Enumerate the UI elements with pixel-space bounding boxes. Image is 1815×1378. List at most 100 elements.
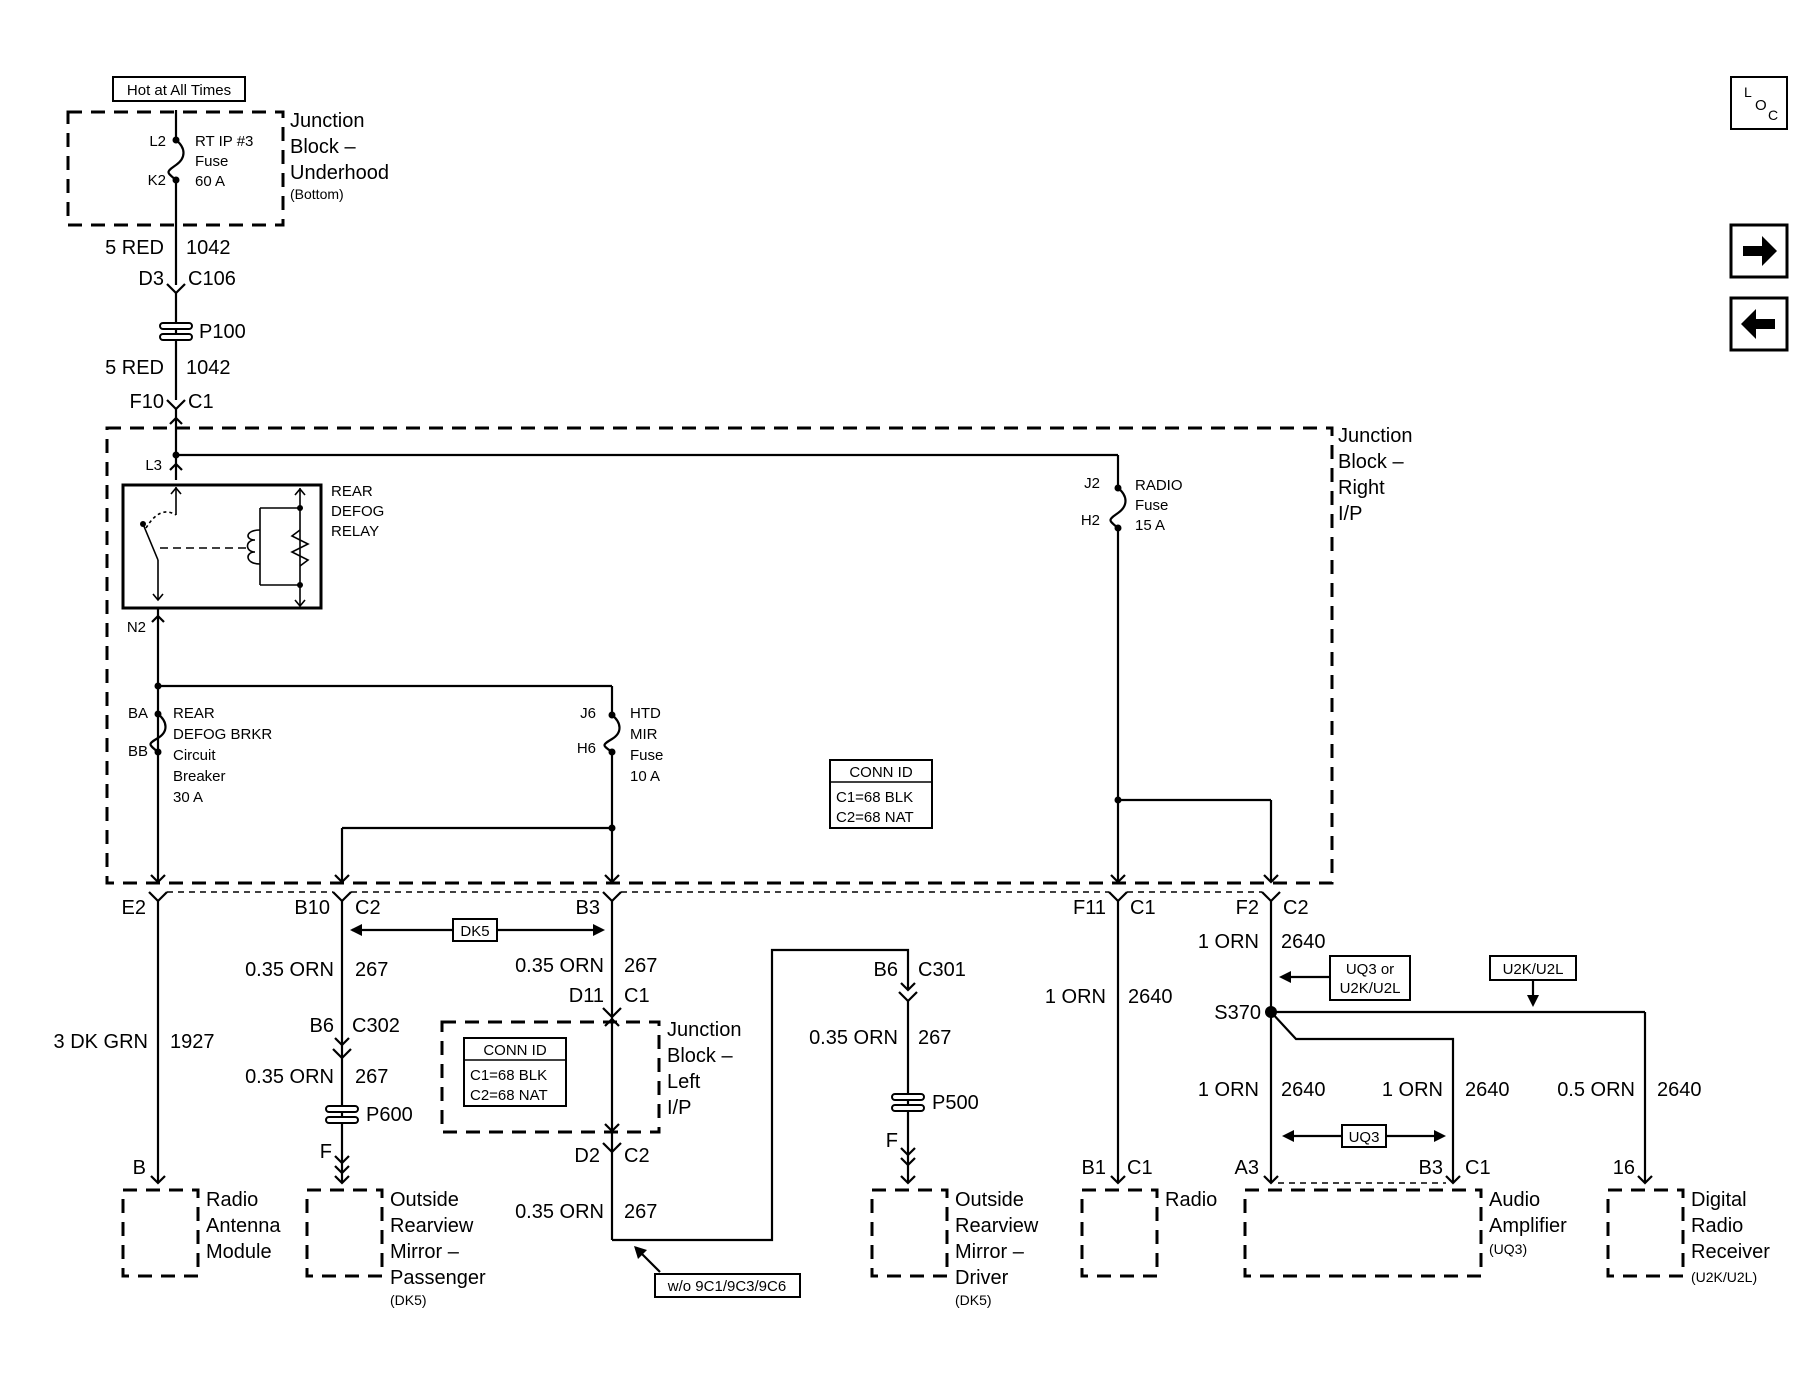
svg-text:C2=68 NAT: C2=68 NAT — [470, 1087, 548, 1104]
svg-text:MIR: MIR — [630, 726, 658, 743]
driver-mirror-circuit: 267 — [918, 1027, 951, 1049]
svg-text:O: O — [1755, 97, 1767, 114]
splice-pack-p100-symbol — [159, 322, 193, 341]
svg-text:DK5: DK5 — [460, 923, 489, 940]
svg-text:RADIO: RADIO — [1135, 477, 1183, 494]
outside-rearview-mirror-driver-box — [870, 1188, 949, 1278]
svg-text:Mirror –: Mirror – — [390, 1241, 460, 1263]
svg-text:(UQ3): (UQ3) — [1489, 1241, 1527, 1257]
feed-pin-f10: F10 — [130, 391, 164, 413]
jb-right-pin-l3: L3 — [145, 457, 162, 474]
driver-mirror-connector-c301: C301 — [918, 959, 966, 981]
svg-text:U2K/U2L: U2K/U2L — [1503, 961, 1564, 978]
svg-text:REAR: REAR — [173, 705, 215, 722]
component-locator-icon[interactable]: L O C — [1730, 76, 1788, 130]
radio-label: Radio — [1165, 1189, 1217, 1211]
feed-pin-d3: D3 — [138, 268, 164, 290]
pin-b10: B10 — [294, 897, 330, 919]
fuse-rt-ip-3-pin-bottom: K2 — [148, 172, 166, 189]
amp-feed-wire-color: 1 ORN — [1198, 931, 1259, 953]
jb-left-output-circuit: 267 — [624, 1201, 657, 1223]
junction-block-underhood-outline — [66, 110, 285, 227]
svg-text:L: L — [1744, 84, 1752, 100]
antenna-circuit: 1927 — [170, 1031, 215, 1053]
jb-left-input-wire-color: 0.35 ORN — [515, 955, 604, 977]
svg-text:Rearview: Rearview — [390, 1215, 474, 1237]
pin-f2: F2 — [1236, 897, 1259, 919]
driver-mirror-wire-color: 0.35 ORN — [809, 1027, 898, 1049]
pin-e2: E2 — [122, 897, 146, 919]
fuse-radio-pin-bottom: H2 — [1081, 512, 1100, 529]
svg-text:U2K/U2L: U2K/U2L — [1340, 980, 1401, 997]
previous-page-arrow-icon[interactable] — [1729, 296, 1789, 352]
svg-text:HTD: HTD — [630, 705, 661, 722]
passenger-mirror-circuit-2: 267 — [355, 1066, 388, 1088]
svg-text:Underhood: Underhood — [290, 162, 389, 184]
svg-text:Driver: Driver — [955, 1267, 1009, 1289]
passenger-mirror-wire-color-1: 0.35 ORN — [245, 959, 334, 981]
amp-b3-wire-color: 1 ORN — [1382, 1079, 1443, 1101]
driver-mirror-pin-b6: B6 — [874, 959, 898, 981]
digital-radio-circuit: 2640 — [1657, 1079, 1702, 1101]
svg-text:UQ3 or: UQ3 or — [1346, 961, 1394, 978]
passenger-mirror-circuit-1: 267 — [355, 959, 388, 981]
svg-text:Block –: Block – — [290, 136, 356, 158]
svg-text:C2=68 NAT: C2=68 NAT — [836, 809, 914, 826]
fuse-htd-mir-pin-h6: H6 — [577, 740, 596, 757]
next-page-arrow-icon[interactable] — [1729, 223, 1789, 279]
rear-defog-relay-internals — [140, 486, 310, 608]
svg-text:Junction: Junction — [290, 110, 365, 132]
svg-text:Receiver: Receiver — [1691, 1241, 1770, 1263]
fuse-radio-label: RADIO Fuse 15 A — [1135, 477, 1183, 534]
svg-text:DEFOG: DEFOG — [331, 503, 384, 520]
svg-text:CONN ID: CONN ID — [483, 1042, 547, 1059]
radio-antenna-module-box — [121, 1188, 200, 1278]
option-dk5-indicator: DK5 — [350, 918, 605, 942]
digital-radio-receiver-label: Digital Radio Receiver (U2K/U2L) — [1691, 1189, 1770, 1285]
fuse-radio-pin-top: J2 — [1084, 475, 1100, 492]
svg-text:Digital: Digital — [1691, 1189, 1747, 1211]
svg-text:Radio: Radio — [1691, 1215, 1743, 1237]
junction-block-left-ip-label: Junction Block – Left I/P — [667, 1019, 742, 1119]
svg-text:Fuse: Fuse — [1135, 497, 1168, 514]
svg-text:C: C — [1768, 107, 1778, 123]
pin-f11-connector: C1 — [1130, 897, 1156, 919]
jb-left-pin-d11: D11 — [569, 985, 604, 1007]
jb-left-connector-c1: C1 — [624, 985, 650, 1007]
passenger-mirror-pin-f: F — [320, 1141, 332, 1163]
feed-connector-c106: C106 — [188, 268, 236, 290]
feed-connector-c1: C1 — [188, 391, 214, 413]
svg-text:15 A: 15 A — [1135, 517, 1165, 534]
amp-feed-circuit: 2640 — [1281, 931, 1326, 953]
svg-text:Block –: Block – — [1338, 451, 1404, 473]
amp-b3-circuit: 2640 — [1465, 1079, 1510, 1101]
jb-right-output-connectors — [148, 891, 1281, 903]
circuit-breaker-pin-ba: BA — [128, 705, 148, 722]
fuse-htd-mir-symbol — [603, 711, 621, 756]
outside-rearview-mirror-passenger-box — [305, 1188, 384, 1278]
option-indicator-u2k-u2l: U2K/U2L — [1489, 955, 1577, 1007]
radio-connector-c1: C1 — [1127, 1157, 1153, 1179]
amp-a3-wire-color: 1 ORN — [1198, 1079, 1259, 1101]
splice-s370-label: S370 — [1214, 1002, 1261, 1024]
connector-c1-f10-symbol — [166, 399, 186, 411]
svg-text:C1=68 BLK: C1=68 BLK — [470, 1067, 547, 1084]
svg-text:Fuse: Fuse — [630, 747, 663, 764]
svg-text:10 A: 10 A — [630, 768, 660, 785]
splice-pack-p600-symbol — [325, 1105, 359, 1124]
passenger-mirror-pin-b6: B6 — [310, 1015, 334, 1037]
fuse-radio-symbol — [1109, 484, 1127, 532]
amp-a3-circuit: 2640 — [1281, 1079, 1326, 1101]
svg-text:Radio: Radio — [206, 1189, 258, 1211]
digital-radio-wire-color: 0.5 ORN — [1557, 1079, 1635, 1101]
svg-text:I/P: I/P — [667, 1097, 691, 1119]
rear-defog-relay-label: REAR DEFOG RELAY — [331, 483, 384, 540]
svg-text:60 A: 60 A — [195, 173, 225, 190]
passenger-mirror-connector-c302: C302 — [352, 1015, 400, 1037]
pin-b10-connector: C2 — [355, 897, 381, 919]
antenna-pin-b: B — [133, 1157, 146, 1179]
radio-circuit: 2640 — [1128, 986, 1173, 1008]
jb-right-output-arrows — [150, 874, 1279, 884]
hot-at-all-times-label: Hot at All Times — [112, 76, 246, 102]
junction-block-right-ip-outline — [105, 426, 1334, 885]
